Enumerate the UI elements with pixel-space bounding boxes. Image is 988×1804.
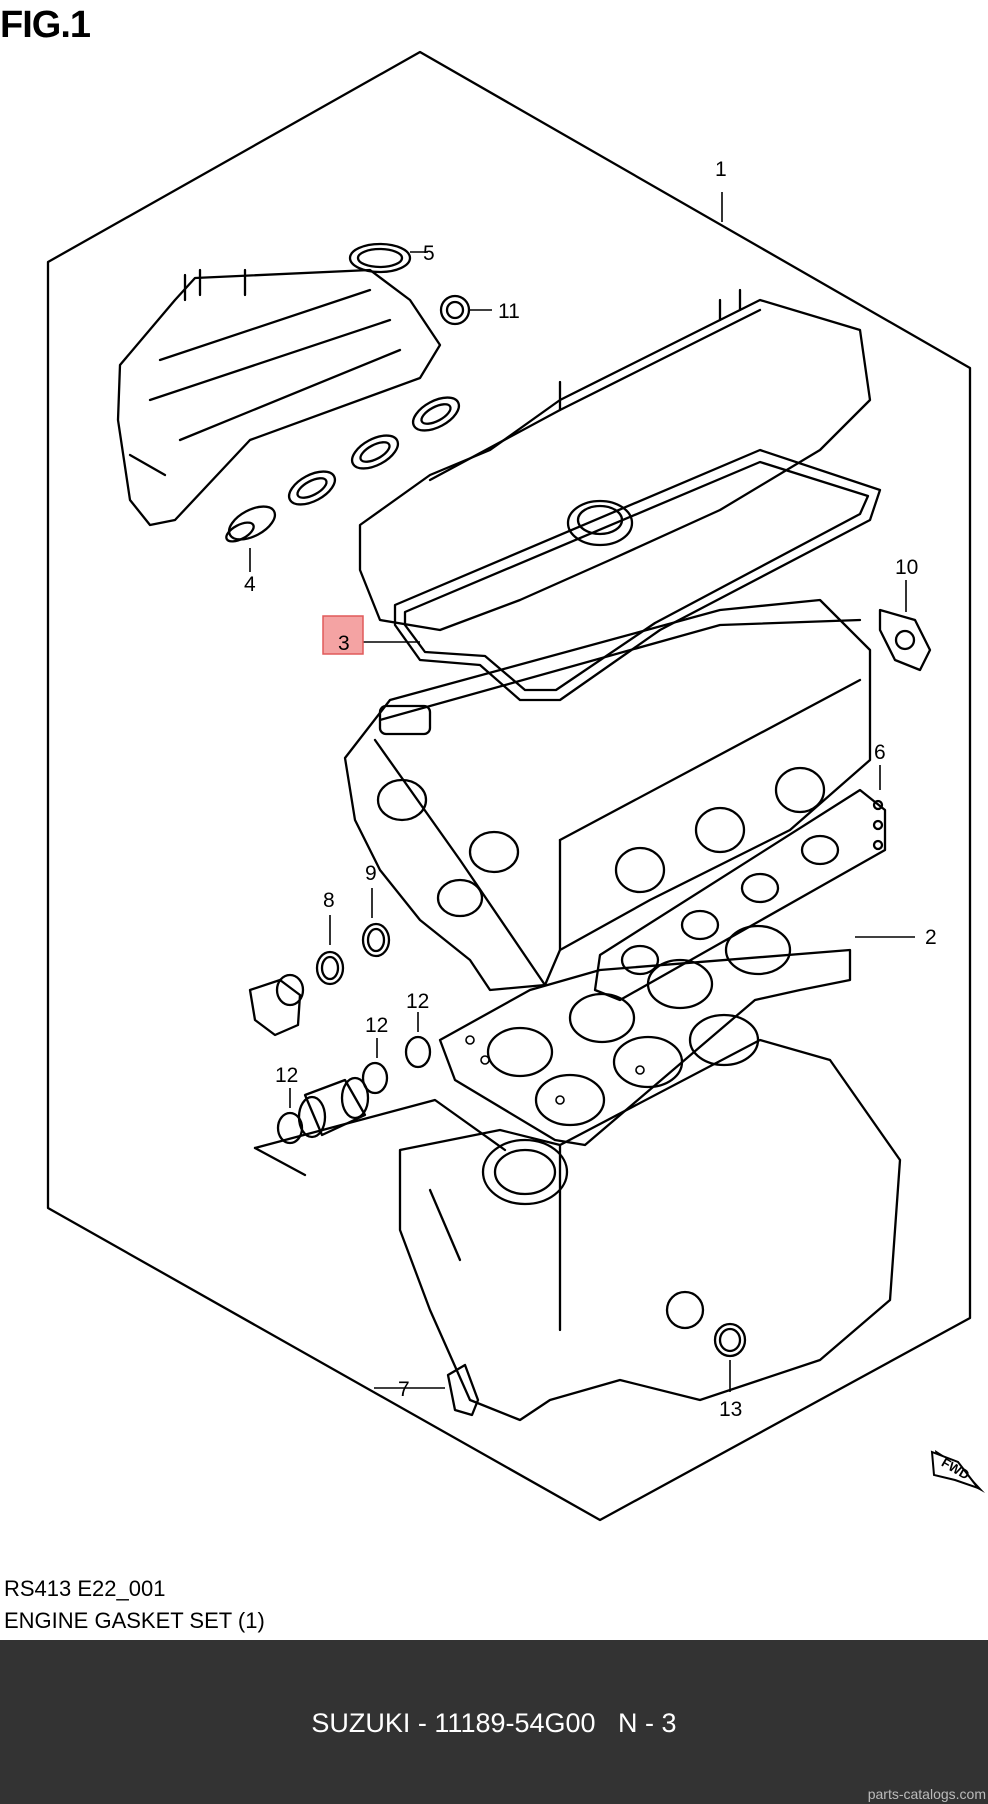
watermark: parts-catalogs.com	[867, 1786, 986, 1802]
footer-bar: SUZUKI - 11189-54G00 N - 3 parts-catalog…	[0, 1640, 988, 1804]
gasket-ring-11	[439, 294, 471, 326]
gasket-ring-9	[361, 922, 391, 958]
leader-lines	[249, 192, 915, 1392]
callout-5[interactable]: 5	[423, 242, 435, 265]
exploded-parts-diagram: FWD 1 2 3 4 5 6 7 8 9 10 11 12 12 12 13	[46, 50, 985, 1522]
cylinder-head-cover	[358, 288, 872, 632]
callout-13[interactable]: 13	[719, 1398, 742, 1421]
gasket-ring-8	[315, 950, 345, 986]
callout-12b[interactable]: 12	[365, 1014, 388, 1037]
callout-8[interactable]: 8	[323, 889, 335, 912]
gasket-ring-12c	[404, 1035, 432, 1069]
cylinder-block	[398, 1013, 902, 1422]
cylinder-head-gasket	[438, 924, 852, 1147]
exhaust-manifold-gasket	[593, 788, 887, 1002]
callout-7[interactable]: 7	[398, 1378, 410, 1401]
gasket-ring-13	[713, 1322, 747, 1358]
callout-10[interactable]: 10	[895, 556, 918, 579]
callout-12a[interactable]: 12	[275, 1064, 298, 1087]
intake-manifold-gasket	[225, 396, 461, 543]
callout-3[interactable]: 3	[338, 632, 350, 655]
water-outlet-fitting	[248, 973, 305, 1037]
cylinder-head	[343, 598, 872, 992]
callout-3-highlight	[322, 615, 364, 655]
part-number-label: SUZUKI - 11189-54G00 N - 3	[311, 1708, 677, 1738]
callout-4[interactable]: 4	[244, 573, 256, 596]
diagram-title: ENGINE GASKET SET (1)	[4, 1608, 265, 1633]
diagram-code: RS413 E22_001	[4, 1576, 166, 1601]
gasket-7	[446, 1363, 480, 1417]
callout-12c[interactable]: 12	[406, 990, 429, 1013]
kit-boundary-frame	[46, 50, 972, 1522]
intake-manifold	[116, 268, 442, 527]
gasket-ring-12a	[276, 1111, 304, 1145]
figure-title: FIG.1	[0, 4, 91, 46]
callout-1[interactable]: 1	[715, 158, 727, 181]
gasket-ring-5	[348, 242, 412, 274]
callout-6[interactable]: 6	[874, 741, 886, 764]
gasket-10	[878, 608, 932, 672]
callout-9[interactable]: 9	[365, 862, 377, 885]
forward-direction-icon: FWD	[930, 1450, 985, 1493]
callout-11[interactable]: 11	[498, 300, 520, 323]
callout-2[interactable]: 2	[925, 926, 937, 949]
pipe-subframe	[253, 1098, 507, 1152]
gasket-ring-12b	[361, 1061, 389, 1095]
head-cover-gasket	[393, 448, 882, 702]
